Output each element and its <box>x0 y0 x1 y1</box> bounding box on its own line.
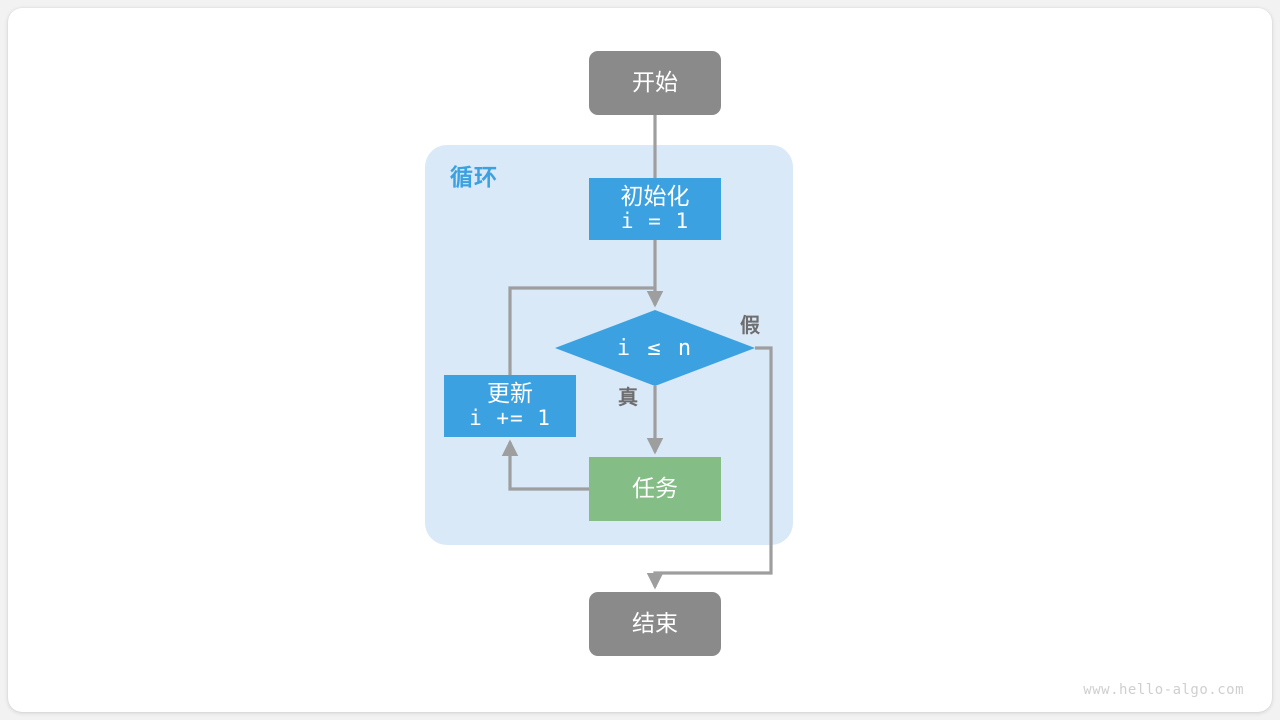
node-init-code: i = 1 <box>620 209 690 234</box>
node-update[interactable]: 更新 i += 1 <box>444 375 576 437</box>
node-end[interactable]: 结束 <box>589 592 721 656</box>
node-task-label: 任务 <box>632 475 678 502</box>
node-init-label: 初始化 <box>620 183 690 210</box>
node-start-label: 开始 <box>632 69 678 96</box>
node-task[interactable]: 任务 <box>589 457 721 521</box>
watermark: www.hello-algo.com <box>1083 682 1244 698</box>
branch-label-false: 假 <box>740 315 760 337</box>
node-init[interactable]: 初始化 i = 1 <box>589 178 721 240</box>
node-decision-label: i ≤ n <box>616 335 694 361</box>
node-start[interactable]: 开始 <box>589 51 721 115</box>
node-update-code: i += 1 <box>469 406 551 431</box>
node-decision[interactable]: i ≤ n <box>555 310 755 386</box>
branch-label-true: 真 <box>618 387 638 409</box>
loop-container-label: 循环 <box>450 164 498 190</box>
node-end-label: 结束 <box>632 610 678 637</box>
node-update-label: 更新 <box>487 380 533 407</box>
